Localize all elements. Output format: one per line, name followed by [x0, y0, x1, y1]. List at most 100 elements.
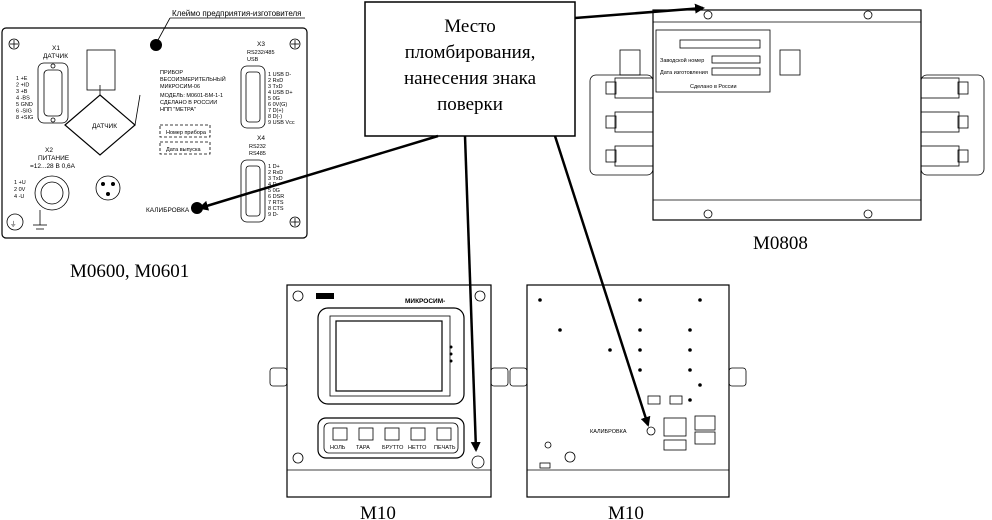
display-screen: [335, 320, 443, 392]
callout-line-1: Место: [444, 16, 496, 37]
serial-label: Номер прибора: [166, 130, 207, 136]
sensor-label: ДАТЧИК: [92, 123, 117, 130]
connector-right: [920, 77, 960, 99]
m10-back-caption: М10: [608, 503, 644, 520]
sensor-bridge-icon: [64, 85, 141, 156]
pin-label: 3 +B: [16, 89, 28, 95]
pin-label: 5 0G: [268, 188, 280, 194]
connector-top: [779, 49, 801, 76]
button-icon: [384, 427, 400, 441]
connector-left-tip: [605, 115, 617, 129]
pin-label: 6 0V(G): [268, 102, 287, 108]
connector-left-tip: [605, 149, 617, 163]
sealing-callout: Место пломбирования, нанесения знака пов…: [364, 1, 576, 137]
pin-label: 5 0G: [268, 96, 280, 102]
connector-left: [614, 145, 654, 167]
pin-label: 3 TxD: [268, 84, 283, 90]
m0808-serial-label: Заводской номер: [660, 57, 704, 64]
mount-hole-icon: [558, 328, 562, 332]
pin-label: RS232: [249, 144, 266, 150]
pin-label: 2 RxD: [268, 78, 283, 84]
callout-line-4: поверки: [437, 94, 503, 115]
pin-label: 7 D(+): [268, 108, 284, 114]
connector-right-tip: [957, 115, 969, 129]
date-label: Дата выпуска: [166, 147, 202, 153]
button-icon: [410, 427, 426, 441]
button-icon: [332, 427, 348, 441]
button-icon: [436, 427, 452, 441]
button-icon: [358, 427, 374, 441]
m10-back: КАЛИБРОВКА: [509, 284, 747, 498]
pin-label: МИКРОСИМ-06: [160, 84, 200, 90]
x1-name: ДАТЧИК: [43, 53, 68, 60]
connector-top: [619, 49, 641, 76]
pin-label: ВЕСОИЗМЕРИТЕЛЬНЫЙ: [160, 75, 226, 83]
mount-hole-icon: [698, 383, 702, 387]
calibration-label: КАЛИБРОВКА: [146, 207, 190, 214]
mount-hole-icon: [638, 348, 642, 352]
mount-hole-icon: [688, 368, 692, 372]
m0808-caption: М0808: [753, 233, 808, 254]
pin-label: 8 CTS: [268, 206, 284, 212]
ground-icon: ⏚: [10, 220, 17, 228]
pin-label: 3 TxD: [268, 176, 283, 182]
arrow-to-m0600: [198, 134, 439, 211]
pin-label: 4 -BS: [16, 96, 30, 102]
x1-label: X1: [52, 45, 60, 52]
pin-label: ПРИБОР: [160, 70, 183, 76]
pin-label: 9 D-: [268, 212, 279, 218]
manufacturer-mark-label: Клеймо предприятия-изготовителя: [172, 9, 302, 18]
keypad-button-label: ПЕЧАТЬ: [434, 445, 456, 451]
pin-label: 4 USB D+: [268, 90, 293, 96]
pin-label: 8 D(-): [268, 114, 282, 120]
mount-hole-icon: [538, 298, 542, 302]
pin-label: 5 GND: [16, 102, 33, 108]
connector-left: [614, 111, 654, 133]
connector-right-tip: [957, 149, 969, 163]
pin-label: МОДЕЛЬ: M0601-БМ-1-1: [160, 93, 223, 99]
keypad-button-label: НОЛЬ: [330, 445, 346, 451]
m10-calibration-label: КАЛИБРОВКА: [590, 429, 627, 435]
connector-right: [920, 111, 960, 133]
pin-label: 8 +SIG: [16, 115, 33, 121]
pin-label: 2 RxD: [268, 170, 283, 176]
keypad-button-label: НЕТТО: [408, 445, 427, 451]
keypad-button-label: БРУТТО: [382, 445, 404, 451]
arrow-to-m10-back: [553, 135, 651, 427]
pin-label: 1 D+: [268, 164, 280, 170]
pin-label: 1 +E: [16, 76, 28, 82]
keypad-button-label: ТАРА: [356, 445, 370, 451]
mount-hole-icon: [638, 368, 642, 372]
mount-hole-icon: [638, 298, 642, 302]
pin-label: RS485: [249, 151, 266, 157]
pin-label: 1 USB D-: [268, 72, 291, 78]
x2-spec: =12...28 В 0,6А: [30, 163, 76, 170]
pin-label: 4 -U: [14, 194, 24, 200]
connector-left: [614, 77, 654, 99]
x2-label: X2: [45, 147, 53, 154]
arrow-to-m10-front: [463, 135, 481, 452]
x4-label: X4: [257, 135, 265, 142]
connector-right-tip: [957, 81, 969, 95]
pin-label: СДЕЛАНО В РОССИИ: [160, 100, 217, 106]
mount-hole-icon: [688, 398, 692, 402]
pin-label: USB: [247, 57, 259, 63]
callout-line-2: пломбирования,: [405, 42, 536, 63]
pin-label: НПП "МЕТРА": [160, 107, 196, 113]
m0808-box: Заводской номер Дата изготовления Сделан…: [589, 9, 985, 221]
mount-hole-icon: [698, 298, 702, 302]
connector-right: [920, 145, 960, 167]
pin-label: 6 DSR: [268, 194, 284, 200]
mount-hole-icon: [638, 328, 642, 332]
connector-left-tip: [605, 81, 617, 95]
m0808-origin-label: Сделано в России: [690, 84, 737, 90]
pin-label: 2 0V: [14, 187, 26, 193]
pin-label: 1 +U: [14, 180, 26, 186]
callout-line-3: нанесения знака: [404, 68, 537, 89]
arrow-to-m0808: [574, 3, 705, 20]
m0808-date-label: Дата изготовления: [660, 70, 708, 76]
mount-hole-icon: [608, 348, 612, 352]
mount-hole-icon: [688, 348, 692, 352]
